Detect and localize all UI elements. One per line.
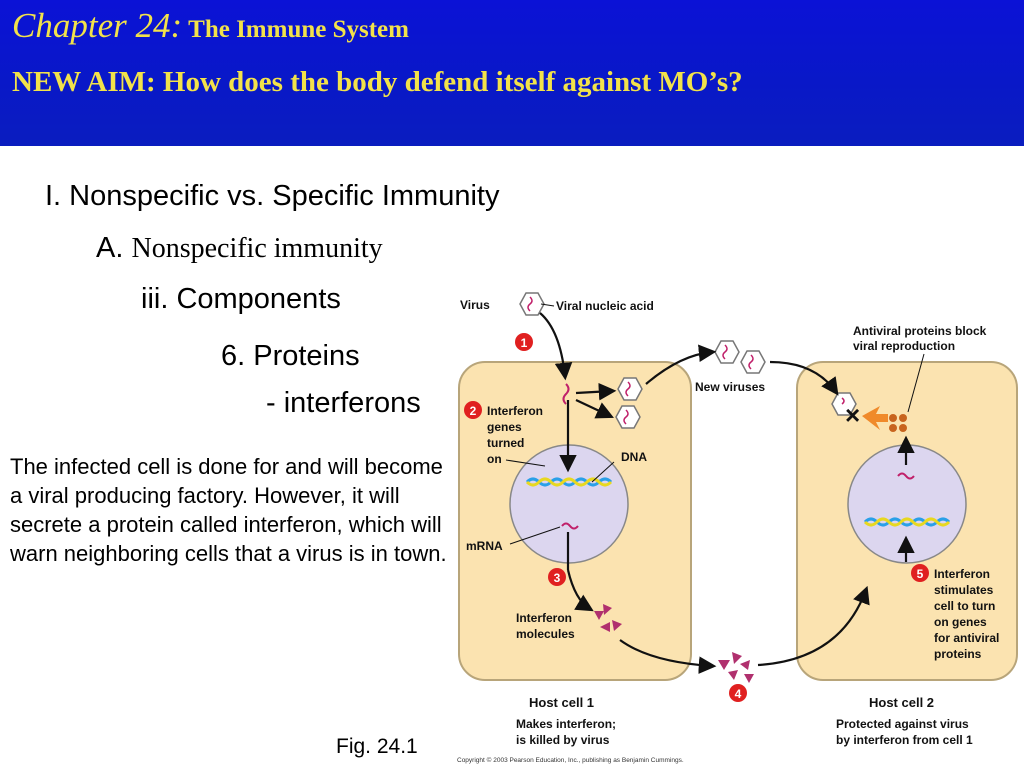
leader-antiviral bbox=[907, 353, 925, 413]
label-interferon-stimulates-1: Interferon bbox=[934, 567, 990, 581]
blocked-virus-icon bbox=[831, 392, 857, 416]
figure-label: Fig. 24.1 bbox=[336, 735, 418, 758]
label-virus: Virus bbox=[460, 298, 490, 312]
label-new-viruses: New viruses bbox=[695, 380, 765, 394]
arrow-release-viruses bbox=[645, 344, 717, 385]
label-interferon-genes-3: turned bbox=[487, 436, 524, 450]
viral-rna-icon bbox=[562, 383, 570, 405]
svg-text:3: 3 bbox=[554, 571, 561, 585]
chapter-number: Chapter 24: bbox=[12, 6, 183, 45]
label-interferon-stimulates-6: proteins bbox=[934, 647, 982, 661]
copyright-notice: Copyright © 2003 Pearson Education, Inc.… bbox=[457, 756, 684, 764]
step-badge-3: 3 bbox=[548, 568, 566, 586]
antiviral-proteins-icon bbox=[889, 414, 907, 432]
interferon-molecules-outside bbox=[718, 652, 754, 683]
outline-level2-text: Nonspecific immunity bbox=[131, 233, 383, 264]
label-antiviral-block-1: Antiviral proteins block bbox=[853, 324, 987, 338]
label-interferon-stimulates-3: cell to turn bbox=[934, 599, 995, 613]
outline-level2-letter: A. bbox=[96, 232, 124, 264]
svg-text:1: 1 bbox=[521, 336, 528, 350]
label-interferon-genes-1: Interferon bbox=[487, 404, 543, 418]
arrow-to-interferon bbox=[566, 569, 594, 612]
interferon-molecules-cell-1 bbox=[594, 604, 622, 632]
label-interferon-stimulates-2: stimulates bbox=[934, 583, 994, 597]
label-interferon-stimulates-5: for antiviral bbox=[934, 631, 999, 645]
arrow-to-cell-2 bbox=[769, 360, 839, 396]
description-paragraph: The infected cell is done for and will b… bbox=[10, 454, 447, 566]
label-host-cell-1-caption-1: Makes interferon; bbox=[516, 717, 616, 731]
title-banner: Chapter 24:The Immune System NEW AIM: Ho… bbox=[0, 0, 1024, 146]
chapter-title: Chapter 24:The Immune System bbox=[12, 6, 409, 46]
new-virus-icon-4 bbox=[740, 350, 766, 374]
label-interferon-molecules-1: Interferon bbox=[516, 611, 572, 625]
svg-text:4: 4 bbox=[735, 687, 742, 701]
svg-text:2: 2 bbox=[470, 404, 477, 418]
step-badge-4: 4 bbox=[729, 684, 747, 702]
leader-interferon-genes bbox=[505, 459, 546, 467]
chapter-subtitle: The Immune System bbox=[188, 16, 409, 43]
leader-dna bbox=[591, 461, 615, 483]
label-interferon-genes-2: genes bbox=[487, 420, 522, 434]
label-viral-nucleic-acid: Viral nucleic acid bbox=[556, 299, 654, 313]
mrna-squiggle-cell-2 bbox=[897, 472, 915, 480]
label-interferon-genes-4: on bbox=[487, 452, 502, 466]
label-host-cell-2: Host cell 2 bbox=[869, 695, 934, 710]
label-mrna: mRNA bbox=[466, 539, 503, 553]
label-host-cell-1: Host cell 1 bbox=[529, 695, 594, 710]
label-dna: DNA bbox=[621, 450, 647, 464]
label-host-cell-1-caption-2: is killed by virus bbox=[516, 733, 610, 747]
arrow-virus-entry bbox=[539, 312, 573, 381]
svg-text:5: 5 bbox=[917, 567, 924, 581]
dna-strand-cell-1-b bbox=[525, 477, 613, 487]
dna-strand-cell-2-b bbox=[863, 517, 951, 527]
mrna-squiggle-cell-1 bbox=[561, 522, 579, 530]
block-x-icon: × bbox=[845, 400, 860, 430]
new-virus-icon-2 bbox=[615, 405, 641, 429]
aim-heading: NEW AIM: How does the body defend itself… bbox=[12, 66, 743, 98]
virus-icon bbox=[519, 292, 545, 316]
step-badge-1: 1 bbox=[515, 333, 533, 351]
label-antiviral-block-2: viral reproduction bbox=[853, 339, 955, 353]
outline-level2: A. Nonspecific immunity bbox=[96, 232, 383, 265]
label-host-cell-2-caption-1: Protected against virus bbox=[836, 717, 969, 731]
outline-level5: - interferons bbox=[266, 387, 421, 419]
arrow-to-new-virus-2 bbox=[575, 399, 614, 419]
leader-mrna bbox=[509, 526, 561, 545]
leader-viral-nucleic-acid bbox=[540, 303, 555, 307]
new-virus-icon-1 bbox=[617, 377, 643, 401]
label-host-cell-2-caption-2: by interferon from cell 1 bbox=[836, 733, 973, 747]
arrow-secretion bbox=[619, 639, 717, 674]
arrow-to-new-virus-1 bbox=[575, 382, 617, 401]
outline-level1: I. Nonspecific vs. Specific Immunity bbox=[45, 180, 500, 212]
label-interferon-stimulates-4: on genes bbox=[934, 615, 987, 629]
new-virus-icon-3 bbox=[714, 340, 740, 364]
outline-level3: iii. Components bbox=[141, 283, 341, 315]
arrow-to-cell-2-receptor bbox=[757, 585, 870, 667]
step-badge-5: 5 bbox=[911, 564, 929, 582]
outline-level4: 6. Proteins bbox=[221, 340, 360, 372]
block-arrow-icon bbox=[862, 406, 888, 430]
step-badge-2: 2 bbox=[464, 401, 482, 419]
label-interferon-molecules-2: molecules bbox=[516, 627, 575, 641]
